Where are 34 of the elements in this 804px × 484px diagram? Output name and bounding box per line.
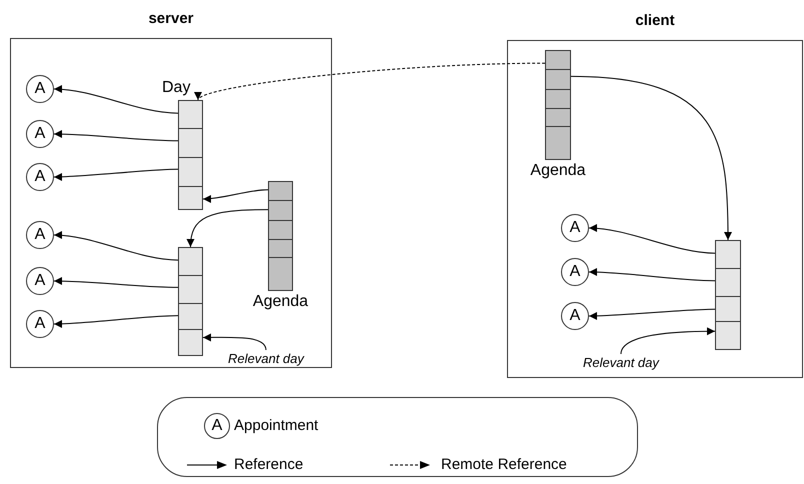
appointment-node: A <box>26 267 54 295</box>
annotation-text: Relevant day <box>228 350 304 368</box>
arrow <box>186 209 268 248</box>
panel-title: server <box>147 10 195 28</box>
legend-text: Reference <box>234 456 304 474</box>
appointment-node: A <box>26 120 54 148</box>
arrow <box>570 76 732 240</box>
arrow <box>588 224 716 254</box>
appointment-node: A <box>26 163 54 191</box>
leader-line <box>202 333 266 350</box>
legend-swatch: A <box>204 413 230 439</box>
arrow <box>54 168 178 181</box>
panel-title: client <box>634 12 676 30</box>
array-label: Agenda <box>529 161 587 181</box>
appointment-node: A <box>26 75 54 103</box>
array-label: Day <box>162 78 190 98</box>
arrow <box>54 130 178 142</box>
appointment-node: A <box>26 221 54 249</box>
legend-text: Remote Reference <box>441 456 567 474</box>
arrow <box>54 231 178 261</box>
leader-line <box>620 327 716 354</box>
annotation-text: Relevant day <box>583 354 659 372</box>
arrow <box>54 277 178 288</box>
arrow <box>54 315 178 328</box>
appointment-node: A <box>26 310 54 338</box>
appointment-node: A <box>561 214 589 242</box>
legend-text: Appointment <box>234 417 318 435</box>
arrow <box>54 85 178 114</box>
appointment-node: A <box>561 302 589 330</box>
arrow <box>588 268 716 282</box>
arrow <box>202 189 268 203</box>
appointment-node: A <box>561 258 589 286</box>
array-label: Agenda <box>252 292 310 312</box>
arrow <box>588 308 716 320</box>
